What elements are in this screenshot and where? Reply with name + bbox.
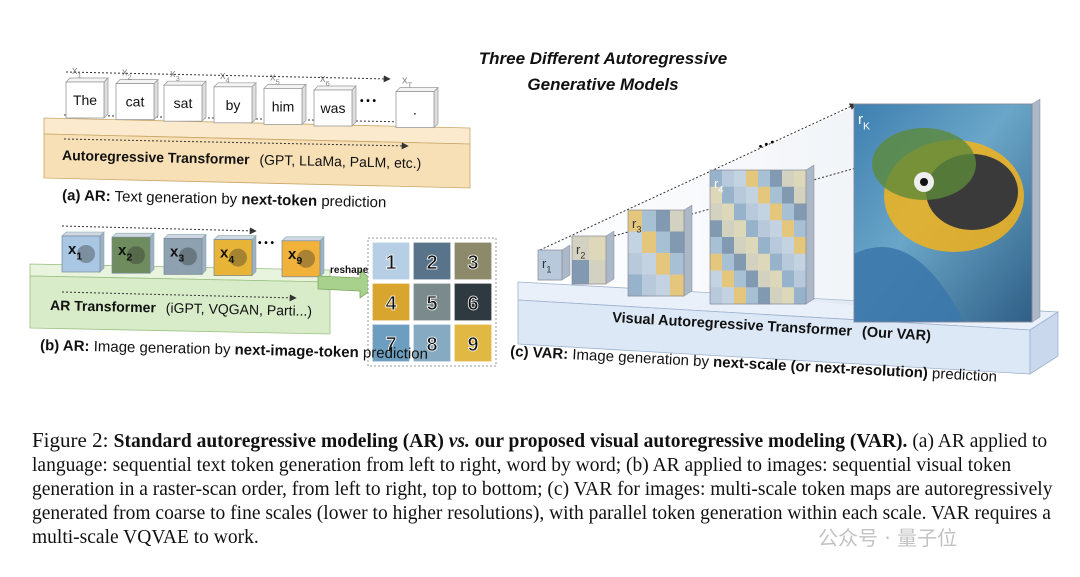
token-card: The x1 — [65, 65, 109, 119]
grid-cell-number: 2 — [426, 252, 437, 274]
caption-vs: vs. — [448, 431, 470, 452]
reshape-label: reshape — [330, 265, 369, 276]
figure-caption: Figure 2: Standard autoregressive modeli… — [32, 428, 1062, 550]
panel-b-caption: (b) AR: Image generation by next-image-t… — [40, 337, 428, 363]
token-index-label: x5 — [270, 71, 280, 86]
token-word: was — [320, 100, 346, 116]
panel-b-image-ar: AR Transformer (iGPT, VQGAN, Parti...) •… — [29, 225, 497, 367]
grid-cell: 8 — [412, 323, 452, 363]
panel-b-transformer-name: AR Transformer (iGPT, VQGAN, Parti...) — [50, 297, 312, 319]
grid-cell: 6 — [453, 282, 493, 322]
caption-bold-1: Standard autoregressive modeling (AR) — [113, 431, 449, 452]
scale-map: r3 — [627, 204, 693, 297]
image-token-label: x4 — [220, 245, 234, 266]
image-token-card: x2 — [111, 232, 155, 274]
token-index-label: x1 — [72, 65, 82, 80]
token-word: cat — [126, 94, 145, 110]
grid-cell-number: 9 — [467, 334, 478, 356]
caption-bold-2: our proposed visual autoregressive model… — [469, 431, 908, 452]
token-word: by — [226, 97, 241, 113]
panel-b-slab-front — [29, 275, 331, 335]
panel-b-arrow-bottom — [61, 291, 297, 302]
panel-b-ellipsis-top: • • • — [258, 238, 275, 249]
panel-a-arrow-bottom — [63, 138, 409, 150]
scale-map: r2 — [571, 230, 615, 285]
grid-cell-number: 5 — [426, 293, 437, 315]
token-card: sat x3 — [163, 68, 207, 123]
image-token-card: x4 — [213, 234, 257, 277]
panel-b-arrow-top — [61, 225, 257, 235]
image-token-card: x9 — [281, 236, 325, 278]
image-token-label: x3 — [170, 243, 184, 264]
scale-label: r2 — [576, 242, 585, 261]
token-card: him x5 — [263, 71, 307, 126]
scale-label: r3 — [632, 216, 641, 235]
token-word: The — [73, 92, 97, 108]
grid-cell: 2 — [412, 241, 452, 281]
panel-c-ellipsis-upper: • • • — [757, 137, 776, 153]
panel-a-text-ar: Autoregressive Transformer (GPT, LLaMa, … — [43, 65, 471, 211]
grid-cell-number: 1 — [385, 252, 396, 274]
scale-map: r1 — [537, 244, 571, 281]
token-card: by x4 — [213, 70, 257, 124]
grid-cell-number: 6 — [467, 293, 478, 315]
panel-c-slab-side — [1029, 311, 1059, 375]
grid-cell: 9 — [453, 323, 493, 363]
token-word: sat — [174, 95, 193, 111]
panel-a-ellipsis-tokens: • • • — [360, 96, 377, 107]
grid-cell: 1 — [371, 241, 411, 281]
panel-a-slab-front — [43, 133, 471, 189]
figure-label: Figure 2: — [32, 428, 114, 452]
token-word: . — [413, 102, 417, 118]
figure-title-line-1: Three Different Autoregressive — [479, 49, 727, 68]
image-token-card: x3 — [163, 233, 207, 276]
grid-cell-number: 7 — [385, 334, 396, 356]
scale-map: r4 — [709, 164, 815, 305]
grid-cell: 4 — [371, 282, 411, 322]
grid-cell: 3 — [453, 241, 493, 281]
grid-cell-number: 4 — [385, 293, 397, 315]
token-index-label: x6 — [320, 73, 330, 88]
panel-a-caption: (a) AR: Text generation by next-token pr… — [62, 187, 387, 211]
token-index-label: x4 — [220, 70, 231, 85]
scale-label: rK — [858, 111, 870, 132]
scale-label: r4 — [714, 176, 723, 195]
image-token-label: x1 — [68, 241, 82, 262]
caption-body: (a) AR applied to language: sequential t… — [32, 431, 1053, 548]
watermark: 公众号 · 量子位 — [818, 526, 958, 550]
token-index-label: x2 — [122, 67, 132, 82]
image-token-label: x9 — [288, 246, 302, 267]
grid-cell: 5 — [412, 282, 452, 322]
image-token-card: x1 — [61, 231, 105, 273]
panel-a-transformer-name: Autoregressive Transformer (GPT, LLaMa, … — [62, 147, 422, 171]
image-token-label: x2 — [118, 242, 132, 263]
parrot-eye — [920, 178, 928, 186]
figure-2-diagram: Three Different Autoregressive Generativ… — [29, 49, 1060, 386]
scale-map: rK — [853, 98, 1041, 323]
panel-c-var: Visual Autoregressive Transformer (Our V… — [510, 98, 1060, 386]
token-index-label: x3 — [170, 68, 180, 83]
scale-label: r1 — [542, 256, 551, 275]
token-card: .xT — [395, 75, 439, 129]
grid-cell: 7 — [371, 323, 411, 363]
token-word: him — [272, 98, 295, 114]
grid-cell-number: 8 — [426, 334, 437, 356]
figure-title-line-2: Generative Models — [527, 75, 678, 94]
token-index-label: xT — [402, 75, 413, 90]
token-card: was x6 — [313, 73, 357, 127]
grid-cell-number: 3 — [467, 252, 478, 274]
token-card: cat x2 — [115, 67, 159, 121]
